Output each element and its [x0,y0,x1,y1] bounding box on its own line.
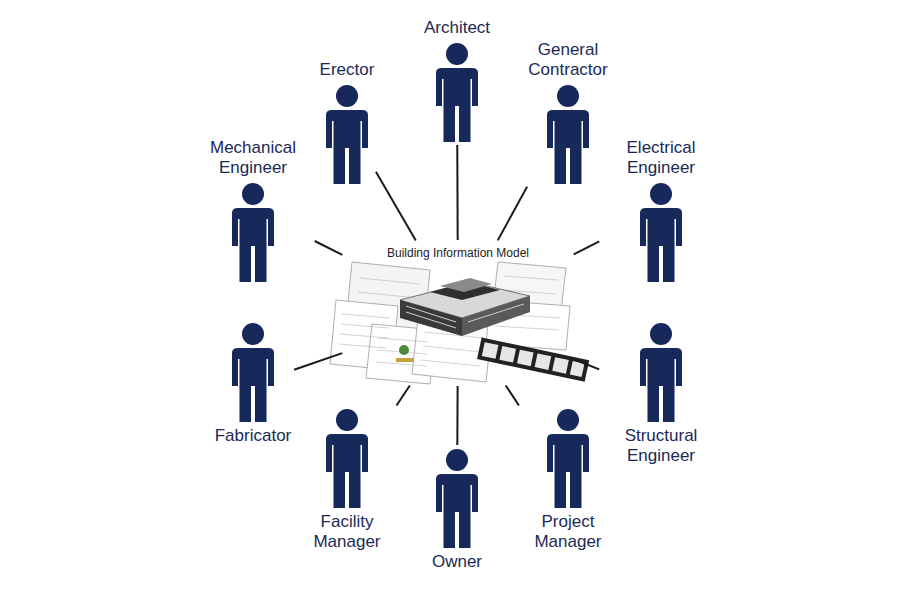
role-label: Structural Engineer [602,426,720,466]
role-label: Electrical Engineer [602,138,720,178]
connector-line [498,187,527,241]
person-icon [543,408,593,508]
connector-line [506,386,519,406]
role-figure: Fabricator [215,322,292,446]
connector-line [376,172,416,241]
connector-line [457,386,458,445]
role-figure: Architect [424,18,490,142]
role-label: Architect [424,18,490,38]
role-figure: Project Manager [509,408,627,552]
person-icon [228,322,278,422]
role-figure: Erector [320,60,375,184]
connector-line [457,145,458,240]
role-label: Fabricator [215,426,292,446]
connector-stroke [294,353,342,370]
role-figure: General Contractor [509,40,627,184]
person-icon [322,84,372,184]
connector-line [397,385,410,405]
role-figure: Structural Engineer [602,322,720,466]
person-icon [636,322,686,422]
connector-stroke [376,172,416,241]
connector-stroke [315,241,343,255]
role-label: Project Manager [509,512,627,552]
model-hub: Building Information Model [345,243,571,383]
connector-line [574,359,599,369]
connector-stroke [456,386,458,445]
role-label: Facility Manager [288,512,406,552]
connector-stroke [506,386,519,406]
person-icon [432,42,482,142]
connector-line [315,241,343,255]
connector-stroke [574,241,600,254]
person-icon [228,182,278,282]
person-icon [543,84,593,184]
role-label: General Contractor [509,40,627,80]
role-figure: Owner [432,448,482,572]
connector-stroke [498,187,527,241]
connector-stroke [456,145,458,240]
role-figure: Facility Manager [288,408,406,552]
role-figure: Mechanical Engineer [194,138,312,282]
connector-stroke [574,359,599,369]
person-icon [636,182,686,282]
hub-title: Building Information Model [384,246,532,261]
role-label: Erector [320,60,375,80]
connector-stroke [397,385,410,405]
role-label: Mechanical Engineer [194,138,312,178]
person-icon [432,448,482,548]
connector-line [294,353,342,370]
role-label: Owner [432,552,482,572]
person-icon [322,408,372,508]
connector-line [574,241,600,254]
role-figure: Electrical Engineer [602,138,720,282]
